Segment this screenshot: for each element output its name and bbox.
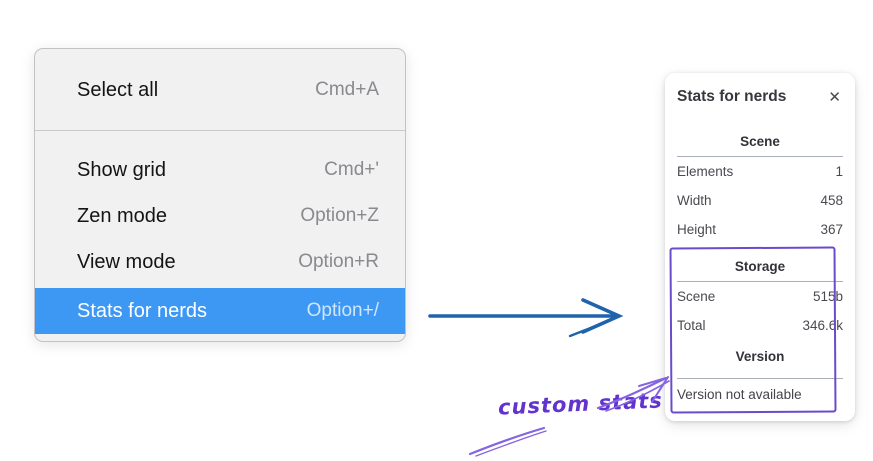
section-heading-storage: Storage <box>734 259 786 274</box>
section-rule <box>677 156 843 157</box>
menu-item-label: Show grid <box>77 158 166 181</box>
stat-value: 515b <box>812 289 843 304</box>
close-icon: ✕ <box>828 88 841 106</box>
section-rule <box>677 378 843 379</box>
stat-label: Total <box>677 318 706 333</box>
stats-panel: Stats for nerds ✕ Scene Elements 1 Width… <box>665 73 855 421</box>
stat-label: Scene <box>677 289 716 304</box>
menu-item-shortcut: Cmd+' <box>324 159 379 180</box>
section-heading-scene: Scene <box>740 134 780 149</box>
stat-row-width: Width 458 <box>677 186 843 215</box>
menu-item-select-all[interactable]: Select all Cmd+A <box>35 67 405 113</box>
menu-item-label: Zen mode <box>77 204 168 227</box>
stats-panel-title: Stats for nerds <box>677 88 787 105</box>
stat-row-elements: Elements 1 <box>677 157 843 186</box>
version-note: Version not available <box>677 387 802 402</box>
section-rule <box>677 281 843 282</box>
annotation-label: custom stats <box>497 388 664 420</box>
menu-item-zen-mode[interactable]: Zen mode Option+Z <box>35 193 405 239</box>
menu-item-shortcut: Option+R <box>298 251 379 272</box>
stats-panel-header: Stats for nerds ✕ <box>677 87 843 107</box>
menu-item-label: View mode <box>77 250 176 273</box>
stat-value: 367 <box>820 222 843 237</box>
section-heading-version: Version <box>735 349 785 364</box>
flow-arrow <box>428 298 624 338</box>
menu-item-stats-for-nerds[interactable]: Stats for nerds Option+/ <box>35 288 405 334</box>
stat-row-scene-storage: Scene 515b <box>677 282 843 311</box>
menu-item-shortcut: Option+Z <box>300 205 379 226</box>
stat-label: Height <box>677 222 717 237</box>
context-menu: Select all Cmd+A Show grid Cmd+' Zen mod… <box>34 48 406 342</box>
menu-item-shortcut: Option+/ <box>306 300 379 321</box>
stat-value: 1 <box>835 164 843 179</box>
stat-label: Width <box>677 193 712 208</box>
menu-item-label: Select all <box>77 78 159 101</box>
menu-item-show-grid[interactable]: Show grid Cmd+' <box>35 147 405 193</box>
stat-label: Elements <box>677 164 734 179</box>
menu-item-label: Stats for nerds <box>77 299 208 322</box>
close-button[interactable]: ✕ <box>826 88 843 107</box>
stat-row-total-storage: Total 346.6k <box>677 311 843 340</box>
menu-item-view-mode[interactable]: View mode Option+R <box>35 239 405 285</box>
stat-value: 346.6k <box>802 318 843 333</box>
stat-value: 458 <box>820 193 843 208</box>
stat-row-height: Height 367 <box>677 215 843 244</box>
menu-item-shortcut: Cmd+A <box>315 79 379 100</box>
menu-divider <box>35 130 405 131</box>
annotation-underline <box>468 426 547 457</box>
